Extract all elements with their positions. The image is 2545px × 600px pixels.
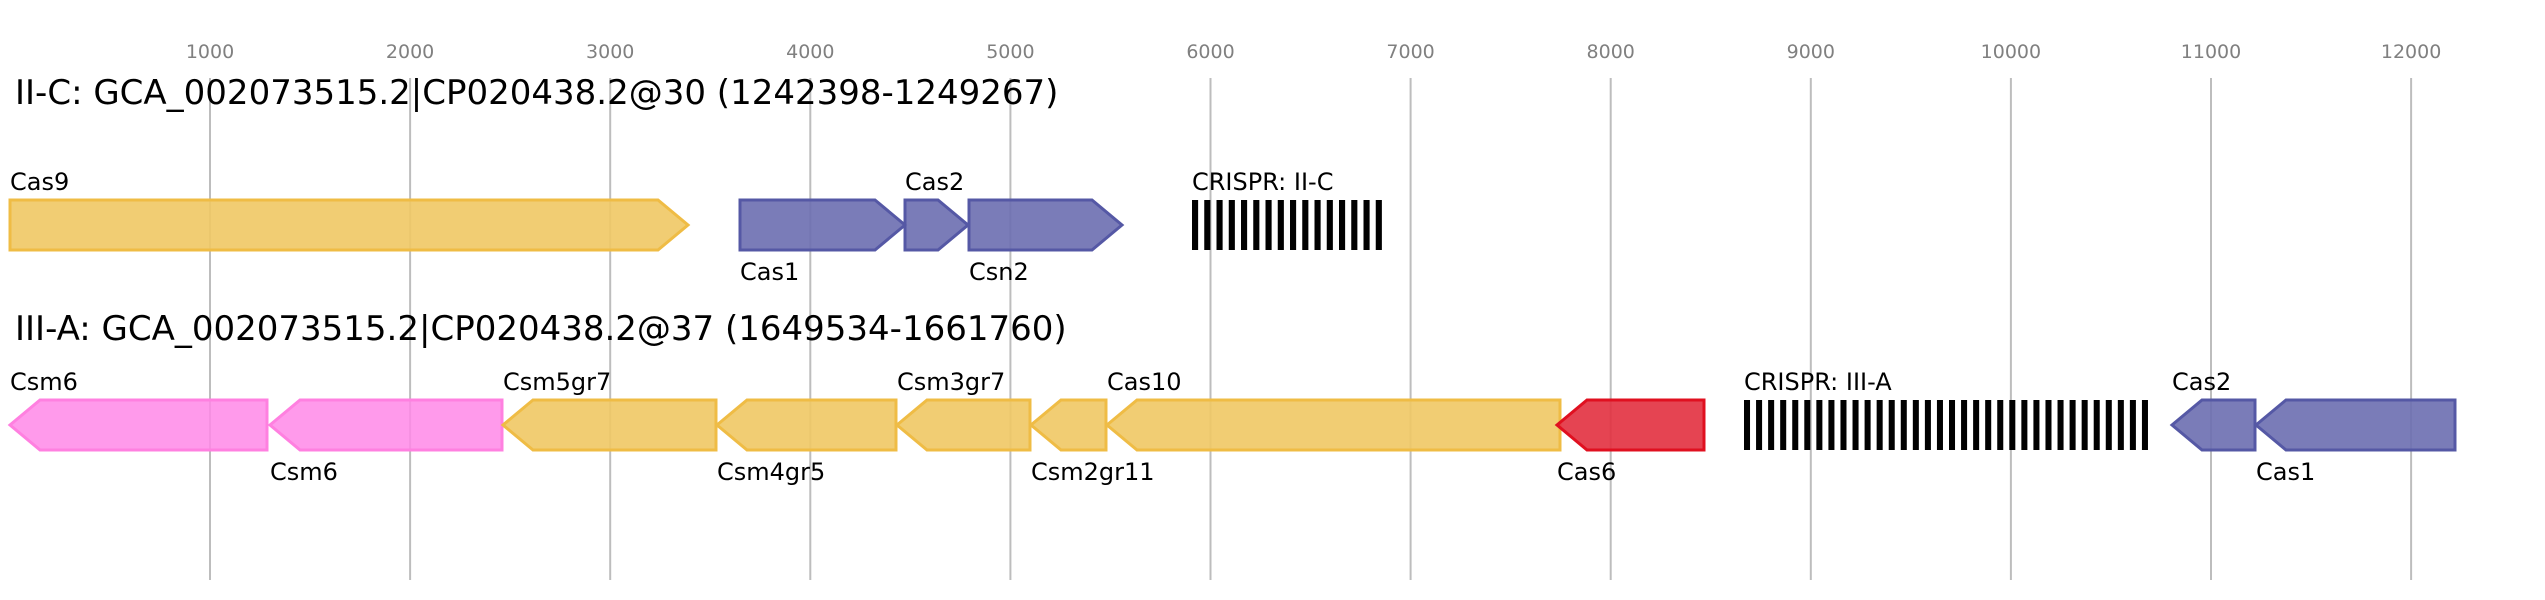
crispr-repeat <box>1828 400 1835 450</box>
crispr-array[interactable] <box>1744 400 2148 450</box>
crispr-repeat <box>2093 400 2100 450</box>
crispr-repeat <box>1924 400 1931 450</box>
axis: 1000 2000 3000 4000 5000 6000 7000 8000 9000 1000… <box>186 41 2441 580</box>
axis-tick-label: 6000 <box>1186 41 1234 63</box>
crispr-array[interactable] <box>1192 200 1382 250</box>
axis-tick-label: 4000 <box>786 41 834 63</box>
crispr-repeat <box>1985 400 1992 450</box>
gene-label: Cas6 <box>1557 458 1616 486</box>
crispr-repeat <box>2033 400 2040 450</box>
crispr-label: CRISPR: II-C <box>1192 168 1333 196</box>
crispr-repeat <box>1840 400 1847 450</box>
gene-label: Csm2gr11 <box>1031 458 1155 486</box>
crispr-repeat <box>1314 200 1321 250</box>
gene-label: Cas9 <box>10 168 69 196</box>
crispr-repeat <box>1864 400 1871 450</box>
crispr-repeat <box>2105 400 2112 450</box>
crispr-repeat <box>1363 200 1370 250</box>
gene-label: Cas2 <box>2172 368 2231 396</box>
locus-ii-c: Cas9 Cas1 Cas2 Csn2 CRISPR: II-C <box>8 168 1382 286</box>
gene-cas9[interactable] <box>8 198 691 252</box>
axis-tick-label: 7000 <box>1386 41 1434 63</box>
gene-csm3gr7[interactable] <box>894 398 1032 452</box>
axis-tick-label: 9000 <box>1787 41 1835 63</box>
crispr-repeat <box>1888 400 1895 450</box>
crispr-repeat <box>2057 400 2064 450</box>
crispr-repeat <box>1961 400 1968 450</box>
locus-title-ii-c: II-C: GCA_002073515.2|CP020438.2@30 (124… <box>15 73 1058 113</box>
axis-tick-label: 1000 <box>186 41 234 63</box>
crispr-repeat <box>1265 200 1272 250</box>
gene-csn2[interactable] <box>967 198 1125 252</box>
gene-label: Cas10 <box>1107 368 1182 396</box>
crispr-repeat <box>1900 400 1907 450</box>
crispr-repeat <box>1302 200 1309 250</box>
gene-label: Csm6 <box>10 368 78 396</box>
gene-cas10[interactable] <box>1104 398 1562 452</box>
axis-tick-label: 8000 <box>1587 41 1635 63</box>
crispr-repeat <box>1756 400 1763 450</box>
crispr-repeat <box>1228 200 1235 250</box>
gene-cas2[interactable] <box>2169 398 2257 452</box>
gene-label: Cas1 <box>740 258 799 286</box>
gene-csm4gr5[interactable] <box>714 398 898 452</box>
crispr-repeat <box>1277 200 1284 250</box>
crispr-repeat <box>2069 400 2076 450</box>
gene-csm2gr11[interactable] <box>1028 398 1108 452</box>
locus-title-iii-a: III-A: GCA_002073515.2|CP020438.2@37 (16… <box>15 309 1067 349</box>
gene-label: Cas2 <box>905 168 964 196</box>
crispr-repeat <box>1339 200 1346 250</box>
gene-label: Csm3gr7 <box>897 368 1005 396</box>
crispr-repeat <box>1949 400 1956 450</box>
crispr-repeat <box>1876 400 1883 450</box>
gene-cas2[interactable] <box>903 198 971 252</box>
crispr-repeat <box>1780 400 1787 450</box>
gene-cas1[interactable] <box>2253 398 2457 452</box>
crispr-repeat <box>2141 400 2148 450</box>
crispr-repeat <box>2081 400 2088 450</box>
crispr-repeat <box>1192 200 1199 250</box>
crispr-repeat <box>1204 200 1211 250</box>
axis-tick-label: 5000 <box>986 41 1034 63</box>
crispr-repeat <box>2009 400 2016 450</box>
gene-csm6[interactable] <box>267 398 504 452</box>
axis-tick-label: 12000 <box>2381 41 2441 63</box>
axis-tick-label: 10000 <box>1981 41 2041 63</box>
crispr-repeat <box>1804 400 1811 450</box>
crispr-repeat <box>1973 400 1980 450</box>
gene-cas6[interactable] <box>1554 398 1706 452</box>
crispr-repeat <box>1816 400 1823 450</box>
crispr-label: CRISPR: III-A <box>1744 368 1892 396</box>
gene-label: Csn2 <box>969 258 1029 286</box>
crispr-repeat <box>1351 200 1358 250</box>
crispr-repeat <box>1241 200 1248 250</box>
gene-label: Cas1 <box>2256 458 2315 486</box>
crispr-repeat <box>1375 200 1382 250</box>
axis-tick-label: 3000 <box>586 41 634 63</box>
gene-label: Csm4gr5 <box>717 458 825 486</box>
crispr-repeat <box>1216 200 1223 250</box>
gene-csm6[interactable] <box>7 398 269 452</box>
gene-csm5gr7[interactable] <box>500 398 718 452</box>
crispr-repeat <box>1912 400 1919 450</box>
axis-tick-label: 11000 <box>2181 41 2241 63</box>
crispr-repeat <box>1253 200 1260 250</box>
axis-tick-label: 2000 <box>386 41 434 63</box>
crispr-repeat <box>1744 400 1751 450</box>
crispr-repeat <box>1997 400 2004 450</box>
crispr-repeat <box>1936 400 1943 450</box>
crispr-repeat <box>1792 400 1799 450</box>
crispr-repeat <box>2129 400 2136 450</box>
gene-label: Csm6 <box>270 458 338 486</box>
crispr-repeat <box>1852 400 1859 450</box>
gene-label: Csm5gr7 <box>503 368 611 396</box>
crispr-repeat <box>2045 400 2052 450</box>
crispr-repeat <box>1326 200 1333 250</box>
crispr-repeat <box>1768 400 1775 450</box>
locus-iii-a: Csm6 Csm6 Csm5gr7 Csm4gr5 Csm3gr7 Csm2gr… <box>7 368 2457 486</box>
crispr-repeat <box>1290 200 1297 250</box>
crispr-repeat <box>2117 400 2124 450</box>
gene-cas1[interactable] <box>738 198 908 252</box>
crispr-repeat <box>2021 400 2028 450</box>
